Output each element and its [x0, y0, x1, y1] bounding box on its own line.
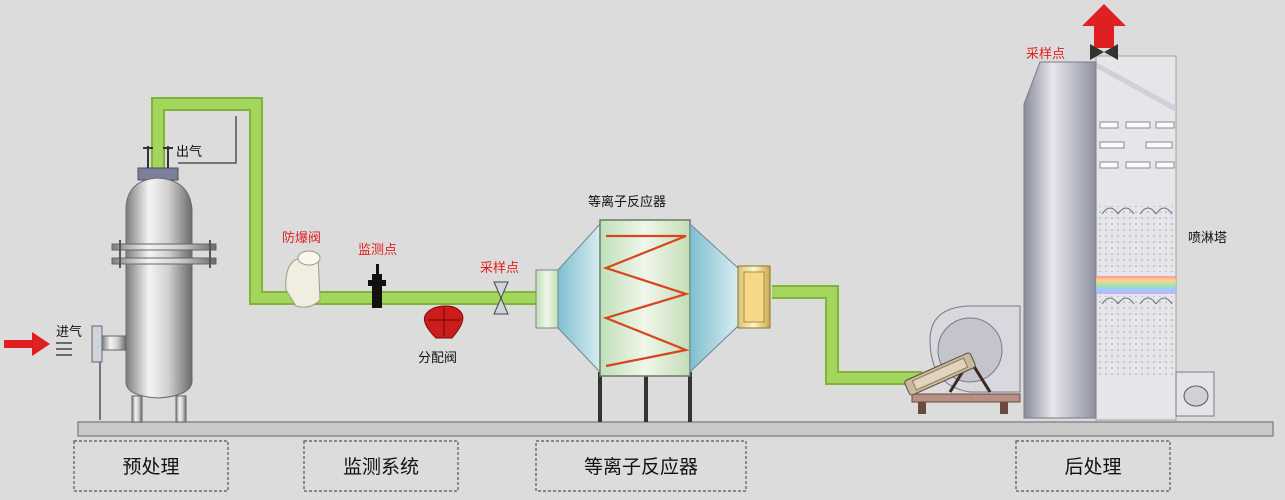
- explosion-valve-label: 防爆阀: [282, 230, 321, 246]
- outlet-arrow: [1082, 4, 1126, 48]
- ground-slab: [77, 421, 1274, 437]
- spray-tower: [1023, 55, 1215, 421]
- distribution-valve-label: 分配阀: [418, 351, 457, 366]
- outlet-gas-label: 出气: [176, 144, 202, 160]
- section-reactor: 等离子反应器: [535, 440, 747, 492]
- sampling-valve-2: [1090, 44, 1118, 60]
- section-pretreatment: 预处理: [73, 440, 229, 492]
- section-label: 预处理: [122, 456, 179, 478]
- inlet-gas-label: 进气: [56, 324, 82, 340]
- monitor-point-label: 监测点: [358, 243, 397, 258]
- inlet-arrow: [4, 332, 72, 356]
- explosion-valve: [285, 250, 321, 308]
- blower-fan: [904, 305, 1021, 414]
- sampling-point-1-label: 采样点: [480, 261, 519, 276]
- reactor-title-label: 等离子反应器: [588, 194, 666, 210]
- plasma-reactor: [535, 219, 771, 422]
- gas-pipeline: [151, 97, 922, 385]
- spray-tower-label: 喷淋塔: [1188, 231, 1227, 246]
- pretreatment-vessel: [91, 146, 217, 423]
- section-monitoring: 监测系统: [303, 440, 459, 492]
- monitor-probe: [368, 264, 386, 308]
- section-label: 后处理: [1064, 456, 1121, 478]
- section-posttreatment: 后处理: [1015, 440, 1171, 492]
- distribution-valve: [423, 305, 464, 339]
- sampling-point-2-label: 采样点: [1026, 47, 1065, 62]
- section-label: 等离子反应器: [584, 456, 698, 478]
- section-label: 监测系统: [343, 456, 419, 478]
- bypass-line: [178, 116, 237, 164]
- sampling-valve-1: [493, 281, 509, 315]
